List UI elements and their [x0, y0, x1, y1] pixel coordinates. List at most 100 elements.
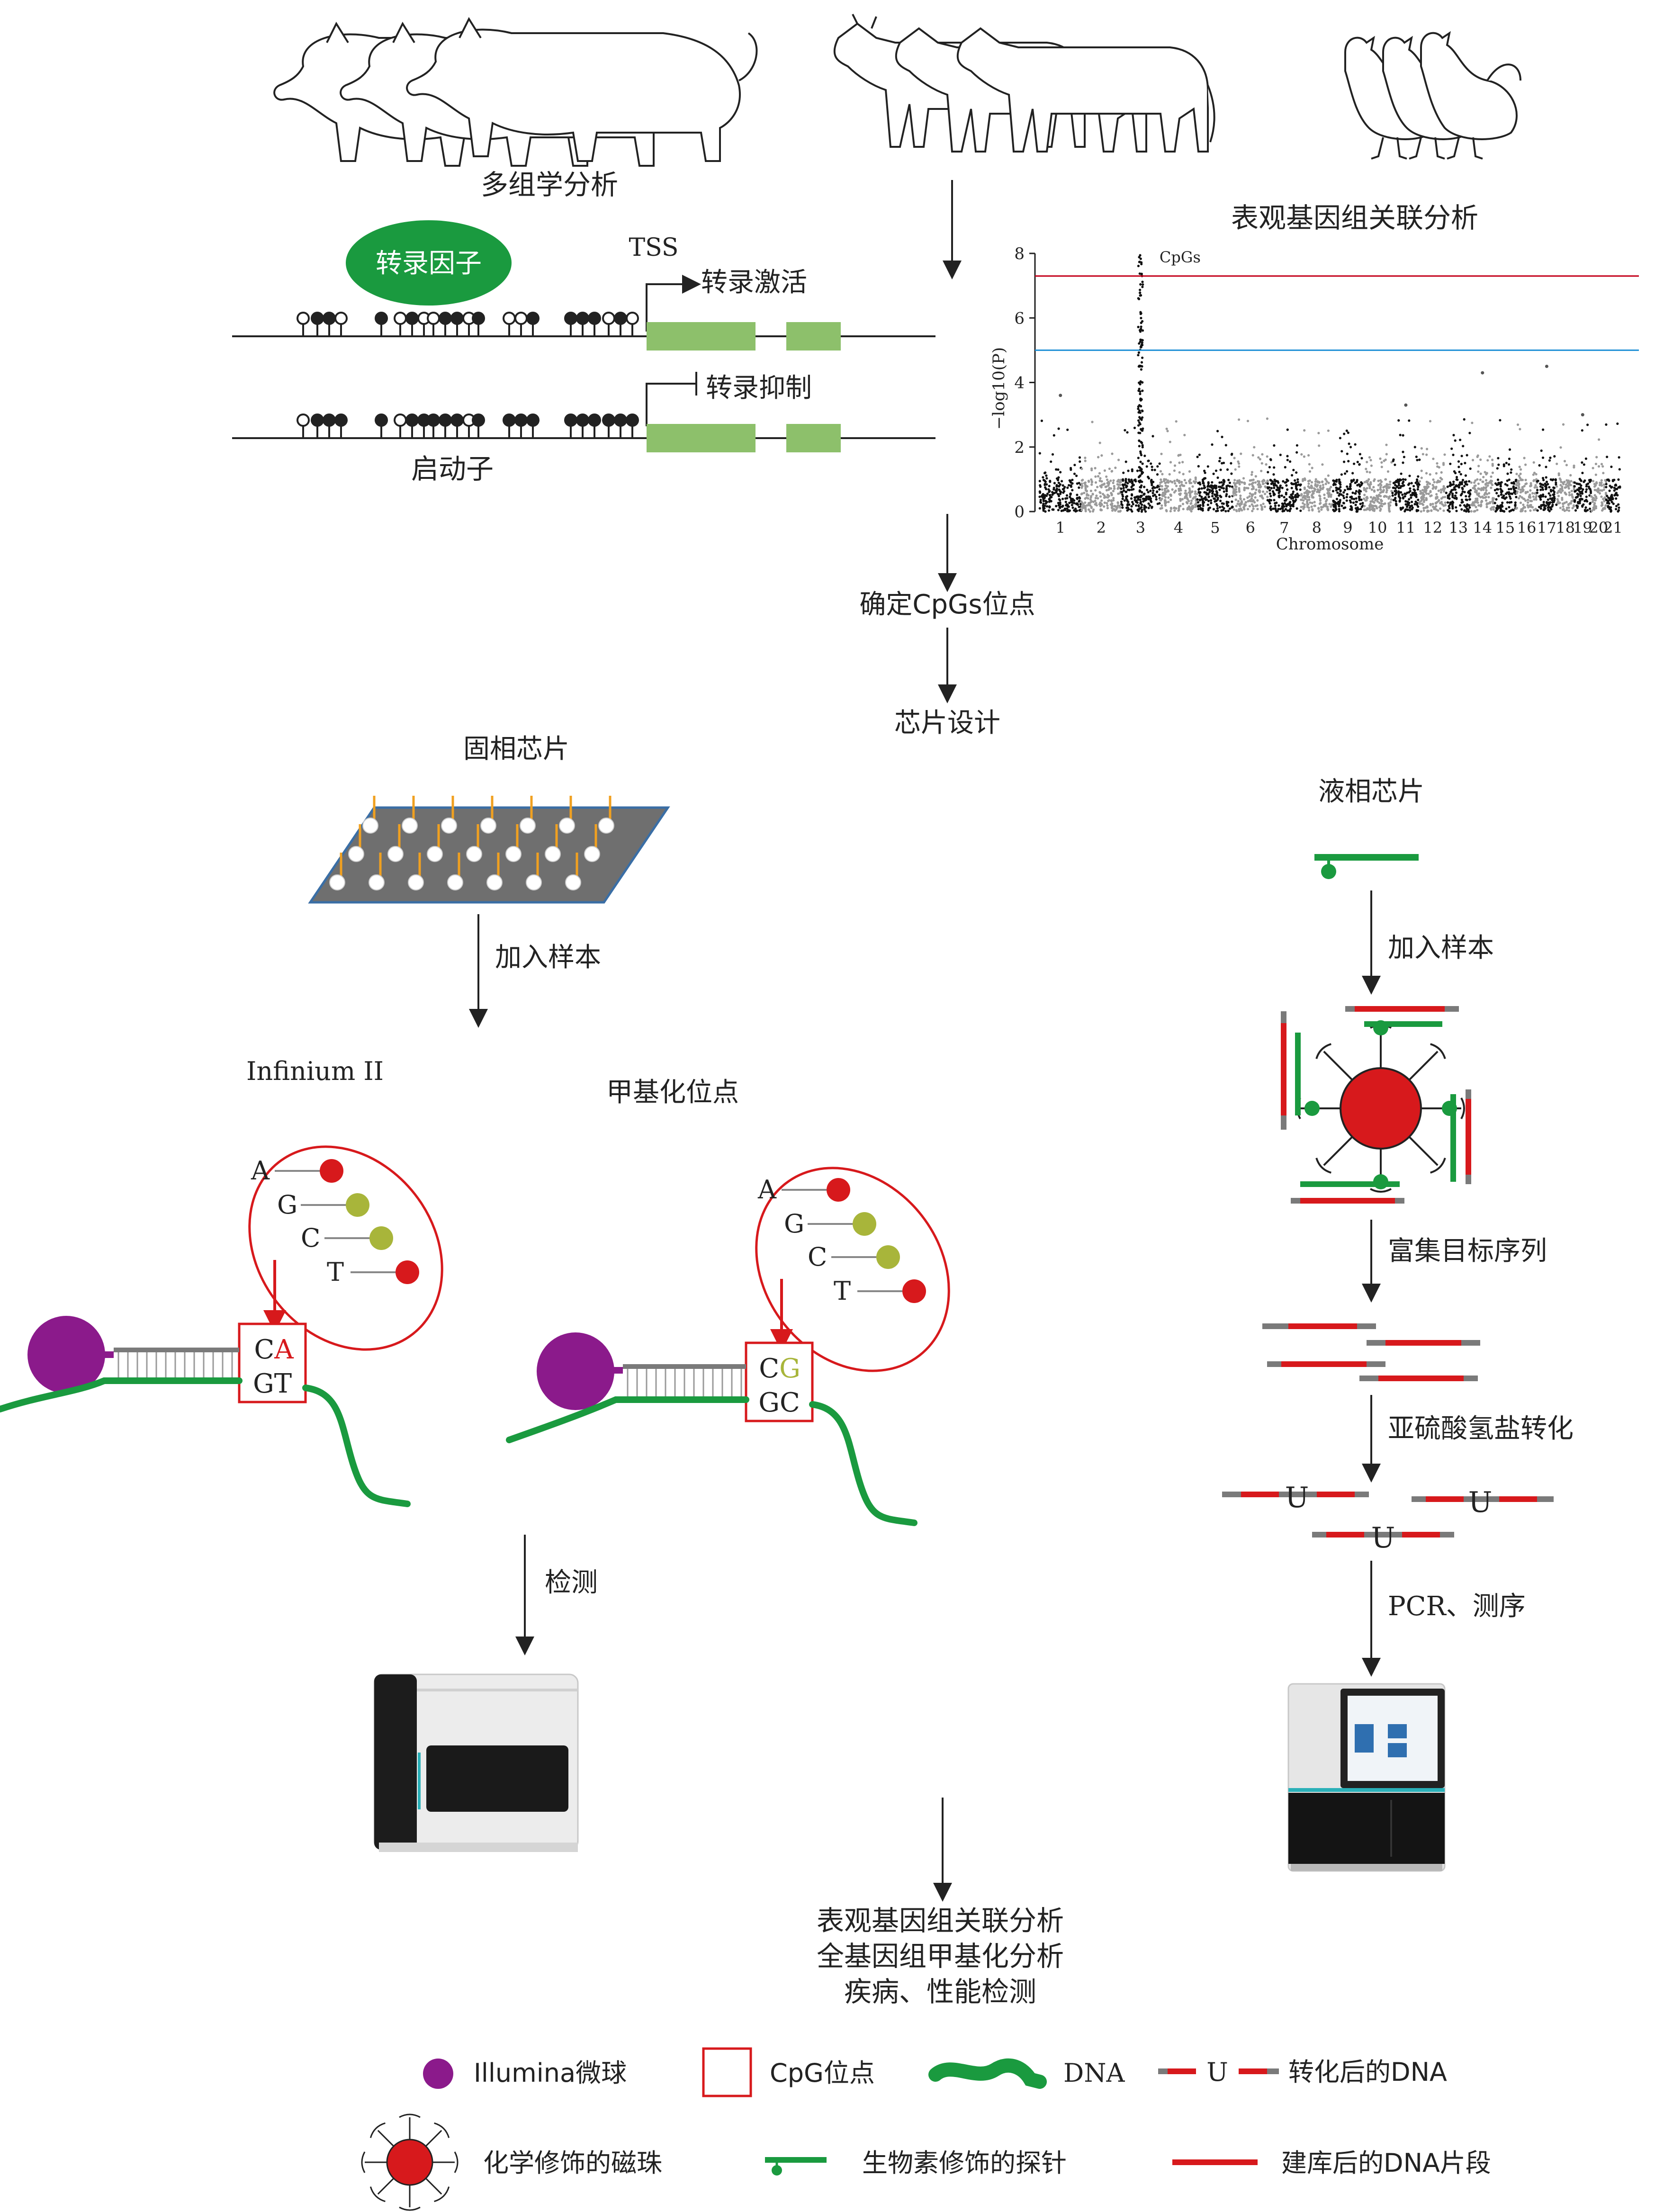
cpg-marker	[427, 414, 440, 427]
manhattan-point	[1073, 472, 1076, 475]
manhattan-point	[1279, 507, 1282, 511]
manhattan-point	[1180, 483, 1183, 486]
manhattan-point	[1202, 482, 1205, 485]
manhattan-point	[1440, 471, 1443, 474]
manhattan-point	[1354, 443, 1357, 446]
chip-probe-spot	[526, 874, 542, 890]
manhattan-point	[1270, 482, 1273, 486]
manhattan-point	[1593, 503, 1596, 506]
manhattan-point	[1080, 468, 1083, 470]
manhattan-point	[1218, 481, 1221, 484]
manhattan-point	[1164, 482, 1167, 485]
manhattan-point	[1618, 506, 1620, 509]
manhattan-point	[1099, 485, 1102, 487]
manhattan-point	[1479, 478, 1482, 481]
chip-probes	[329, 796, 614, 890]
manhattan-point	[1384, 495, 1386, 497]
manhattan-point	[1420, 469, 1423, 472]
manhattan-point	[1393, 486, 1395, 489]
manhattan-peak-point	[1140, 322, 1142, 324]
manhattan-point	[1138, 507, 1142, 510]
manhattan-point	[1385, 489, 1388, 492]
manhattan-point	[1300, 498, 1303, 501]
manhattan-point	[1503, 510, 1506, 513]
pcr-label: PCR、测序	[1388, 1591, 1526, 1622]
manhattan-point	[1269, 459, 1272, 461]
manhattan-point	[1117, 459, 1120, 461]
manhattan-point	[1508, 488, 1511, 491]
chip-probe-spot	[408, 874, 424, 890]
cpg-marker	[614, 312, 627, 325]
manhattan-point	[1178, 471, 1181, 474]
manhattan-point	[1269, 495, 1272, 497]
manhattan-point	[1417, 486, 1420, 488]
manhattan-point	[1581, 490, 1583, 493]
manhattan-point	[1180, 481, 1183, 484]
bead-arm	[1323, 1051, 1353, 1081]
manhattan-point	[1216, 430, 1219, 432]
manhattan-point	[1339, 437, 1341, 440]
manhattan-point	[1472, 486, 1475, 489]
manhattan-point	[1565, 464, 1568, 467]
manhattan-point	[1465, 480, 1468, 483]
manhattan-point	[1420, 492, 1423, 495]
manhattan-point	[1363, 508, 1366, 512]
manhattan-point	[1246, 508, 1250, 511]
manhattan-point	[1160, 504, 1163, 507]
manhattan-point	[1336, 487, 1339, 490]
manhattan-point	[1128, 488, 1131, 492]
manhattan-point	[1068, 479, 1071, 482]
manhattan-point	[1565, 506, 1568, 509]
manhattan-point	[1268, 489, 1271, 492]
manhattan-point	[1332, 479, 1335, 482]
manhattan-point	[1532, 473, 1535, 476]
manhattan-point	[1555, 483, 1557, 486]
base-option-dot	[320, 1159, 343, 1183]
manhattan-point	[1288, 509, 1291, 512]
legend-bead-swatch	[423, 2059, 453, 2089]
manhattan-point	[1081, 485, 1084, 487]
manhattan-point	[1306, 505, 1309, 508]
manhattan-point	[1563, 460, 1566, 463]
hybrid-rungs-right	[627, 1369, 742, 1397]
manhattan-point	[1203, 501, 1205, 504]
manhattan-point	[1285, 498, 1288, 501]
chip-probe-spot	[466, 846, 482, 862]
manhattan-point	[1378, 495, 1381, 497]
manhattan-point	[1487, 482, 1490, 485]
manhattan-point	[1497, 495, 1500, 497]
manhattan-point	[1266, 482, 1269, 485]
manhattan-point	[1249, 500, 1252, 503]
manhattan-point	[1166, 430, 1169, 432]
manhattan-point	[1100, 499, 1103, 502]
base-ellipse-right	[755, 1167, 950, 1372]
manhattan-point	[1241, 501, 1243, 504]
manhattan-point	[1333, 501, 1336, 504]
manhattan-point	[1160, 481, 1163, 484]
manhattan-point	[1335, 480, 1338, 483]
manhattan-point	[1549, 456, 1552, 459]
manhattan-point	[1169, 498, 1172, 501]
manhattan-point	[1248, 495, 1251, 498]
manhattan-point	[1112, 497, 1115, 500]
manhattan-point	[1259, 458, 1261, 461]
manhattan-point	[1284, 508, 1287, 511]
manhattan-point	[1038, 507, 1041, 510]
manhattan-point	[1561, 489, 1564, 492]
manhattan-point	[1250, 495, 1253, 497]
manhattan-point	[1420, 477, 1423, 479]
manhattan-point	[1167, 481, 1170, 484]
manhattan-point	[1573, 481, 1576, 484]
manhattan-point	[1221, 484, 1224, 487]
manhattan-point	[1123, 499, 1126, 502]
manhattan-point	[1338, 508, 1340, 511]
manhattan-point	[1354, 504, 1357, 506]
manhattan-point	[1422, 509, 1425, 512]
manhattan-point	[1544, 507, 1547, 510]
manhattan-point	[1411, 494, 1413, 496]
x-tick-label: 16	[1517, 519, 1537, 537]
capture-magbead	[1340, 1067, 1422, 1150]
manhattan-peak-point	[1141, 356, 1144, 359]
manhattan-peak-point	[1137, 419, 1140, 422]
manhattan-point	[1484, 471, 1486, 474]
